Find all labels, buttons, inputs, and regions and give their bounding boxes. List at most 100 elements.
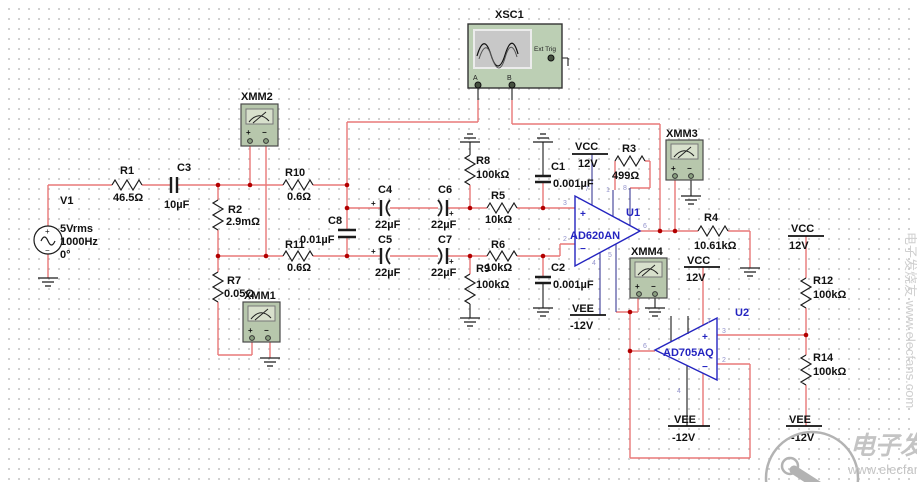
rail-vee-right[interactable]: VEE -12V [786, 414, 822, 444]
pin-number: 7 [707, 318, 711, 325]
polarity-mark: + [449, 257, 454, 266]
component-ref: R4 [704, 212, 719, 224]
component-value: 2.9mΩ [226, 216, 260, 228]
scope-channel-b-terminal[interactable] [508, 81, 516, 89]
scope-channel-a-terminal[interactable] [474, 81, 482, 89]
pin-number: 6 [643, 223, 647, 230]
meter-terminal[interactable] [247, 138, 253, 144]
resistor-r2[interactable]: R2 2.9mΩ [211, 199, 260, 231]
resistor-r14[interactable]: R14 100kΩ [799, 352, 846, 386]
resistor-r4[interactable]: R4 10.61kΩ [694, 212, 737, 252]
resistor-r10[interactable]: R10 0.6Ω [282, 167, 314, 203]
wire-net-ref[interactable] [616, 298, 639, 351]
resistor-r5[interactable]: R5 10kΩ [485, 190, 518, 226]
u2-inverting-mark: − [702, 362, 708, 373]
component-ref: V1 [60, 195, 73, 207]
rail-vee-u1[interactable]: VEE -12V [570, 303, 606, 332]
component-value: 0.05Ω [224, 288, 254, 300]
ground-symbol[interactable] [739, 267, 761, 277]
component-ref: R14 [813, 352, 834, 364]
resistor-r9[interactable]: R9 100kΩ [463, 263, 509, 305]
meter-terminal[interactable] [263, 138, 269, 144]
instrument-label: XMM4 [631, 246, 664, 258]
capacitor-c5[interactable]: + C5 22µF [371, 234, 401, 279]
polarity-mark: + [371, 247, 376, 256]
resistor-r12[interactable]: R12 100kΩ [799, 275, 846, 309]
meter-terminal[interactable] [249, 335, 255, 341]
pin-number: 5 [608, 252, 612, 259]
instrument-label: XMM3 [666, 128, 698, 140]
rail-vee-u2[interactable]: VEE -12V [668, 414, 710, 444]
polarity-mark: + [371, 199, 376, 208]
component-value: 0.6Ω [287, 191, 311, 203]
ground-symbol[interactable] [532, 133, 554, 143]
resistor-r11[interactable]: R11 0.6Ω [282, 239, 314, 274]
resistor-r3[interactable]: R3 499Ω [612, 143, 646, 182]
multimeter-xmm2[interactable]: XMM2 + − [240, 91, 279, 147]
opamp-u1[interactable]: + − U1 AD620AN 3 2 6 7 1 8 4 5 [563, 185, 647, 268]
component-ref: R5 [491, 190, 505, 202]
meter-terminal[interactable] [672, 173, 678, 179]
component-value: 22µF [375, 219, 401, 231]
capacitor-c6[interactable]: + C6 22µF [431, 184, 457, 231]
multimeter-xmm3[interactable]: XMM3 + − [665, 128, 704, 181]
wire-net-r3-loop[interactable] [614, 160, 651, 190]
instrument-label: XSC1 [495, 9, 524, 21]
ground-symbol[interactable] [680, 195, 702, 205]
wire-net-u2[interactable] [629, 267, 806, 459]
component-ref: R2 [228, 204, 242, 216]
ground-symbol[interactable] [644, 307, 666, 317]
wire-net-row1[interactable] [347, 182, 575, 209]
opamp-u2[interactable]: + − U2 AD705AQ 3 2 6 7 4 [643, 307, 749, 395]
rail-vcc-u1[interactable]: VCC 12V [572, 141, 608, 170]
meter-terminal[interactable] [636, 291, 642, 297]
source-v1[interactable]: + − V1 5Vrms 1000Hz 0° [33, 195, 98, 261]
meter-minus-mark: − [264, 326, 269, 335]
wire-net-input[interactable] [47, 146, 347, 278]
ground-symbol[interactable] [259, 357, 281, 367]
resistor-r6[interactable]: R6 10kΩ [485, 239, 518, 274]
component-value: 0.001µF [553, 279, 594, 291]
capacitor-c7[interactable]: + C7 22µF [431, 234, 457, 279]
res istor-r7[interactable]: R7 0.05Ω [211, 271, 254, 303]
rail-vcc-right[interactable]: VCC 12V [788, 223, 824, 252]
component-part: AD620AN [570, 230, 620, 242]
meter-plus-mark: + [248, 326, 253, 335]
ground-symbol[interactable] [37, 277, 59, 287]
capacitor-c4[interactable]: + C4 22µF [371, 184, 401, 231]
oscilloscope-xsc1[interactable]: XSC1 Ext Trig A B [467, 9, 563, 89]
component-ref: R10 [285, 167, 305, 179]
source-phase: 0° [60, 249, 71, 261]
multimeter-xmm4[interactable]: XMM4 + − [629, 246, 668, 299]
wire-net-u1-output[interactable] [640, 180, 751, 268]
multimeter-xmm1[interactable]: XMM1 + − [242, 290, 281, 343]
scope-channel-a-label: A [473, 75, 478, 82]
capacitor-c8[interactable]: C8 0.01µF [300, 215, 356, 246]
watermark-url: www.elecfans.com [847, 462, 917, 477]
capacitor-c3[interactable]: C3 10µF [164, 162, 191, 211]
ground-symbol[interactable] [459, 133, 481, 143]
ground-symbol[interactable] [459, 317, 481, 327]
component-value: 22µF [375, 267, 401, 279]
meter-terminal[interactable] [652, 291, 658, 297]
meter-terminal[interactable] [265, 335, 271, 341]
meter-terminal[interactable] [688, 173, 694, 179]
wire-net-left-column[interactable] [217, 185, 271, 358]
rail-vcc-u2[interactable]: VCC 12V [684, 255, 720, 284]
resistor-r8[interactable]: R8 100kΩ [463, 154, 509, 186]
meter-minus-mark: − [687, 164, 692, 173]
component-ref: C2 [551, 262, 565, 274]
u1-inverting-mark: − [580, 244, 586, 255]
rail-value: 12V [578, 158, 598, 170]
ground-symbol[interactable] [532, 307, 554, 317]
rail-value: 12V [686, 272, 706, 284]
scope-ext-trig-terminal[interactable] [547, 54, 555, 62]
capacitor-c2[interactable]: C2 0.001µF [535, 262, 594, 291]
wire-net-scope-probes[interactable] [346, 100, 661, 231]
resistor-r1[interactable]: R1 46.5Ω [111, 165, 143, 204]
pin-number: 8 [623, 185, 627, 192]
capacitor-c1[interactable]: C1 0.001µF [535, 161, 594, 190]
junction-dots [215, 182, 809, 354]
